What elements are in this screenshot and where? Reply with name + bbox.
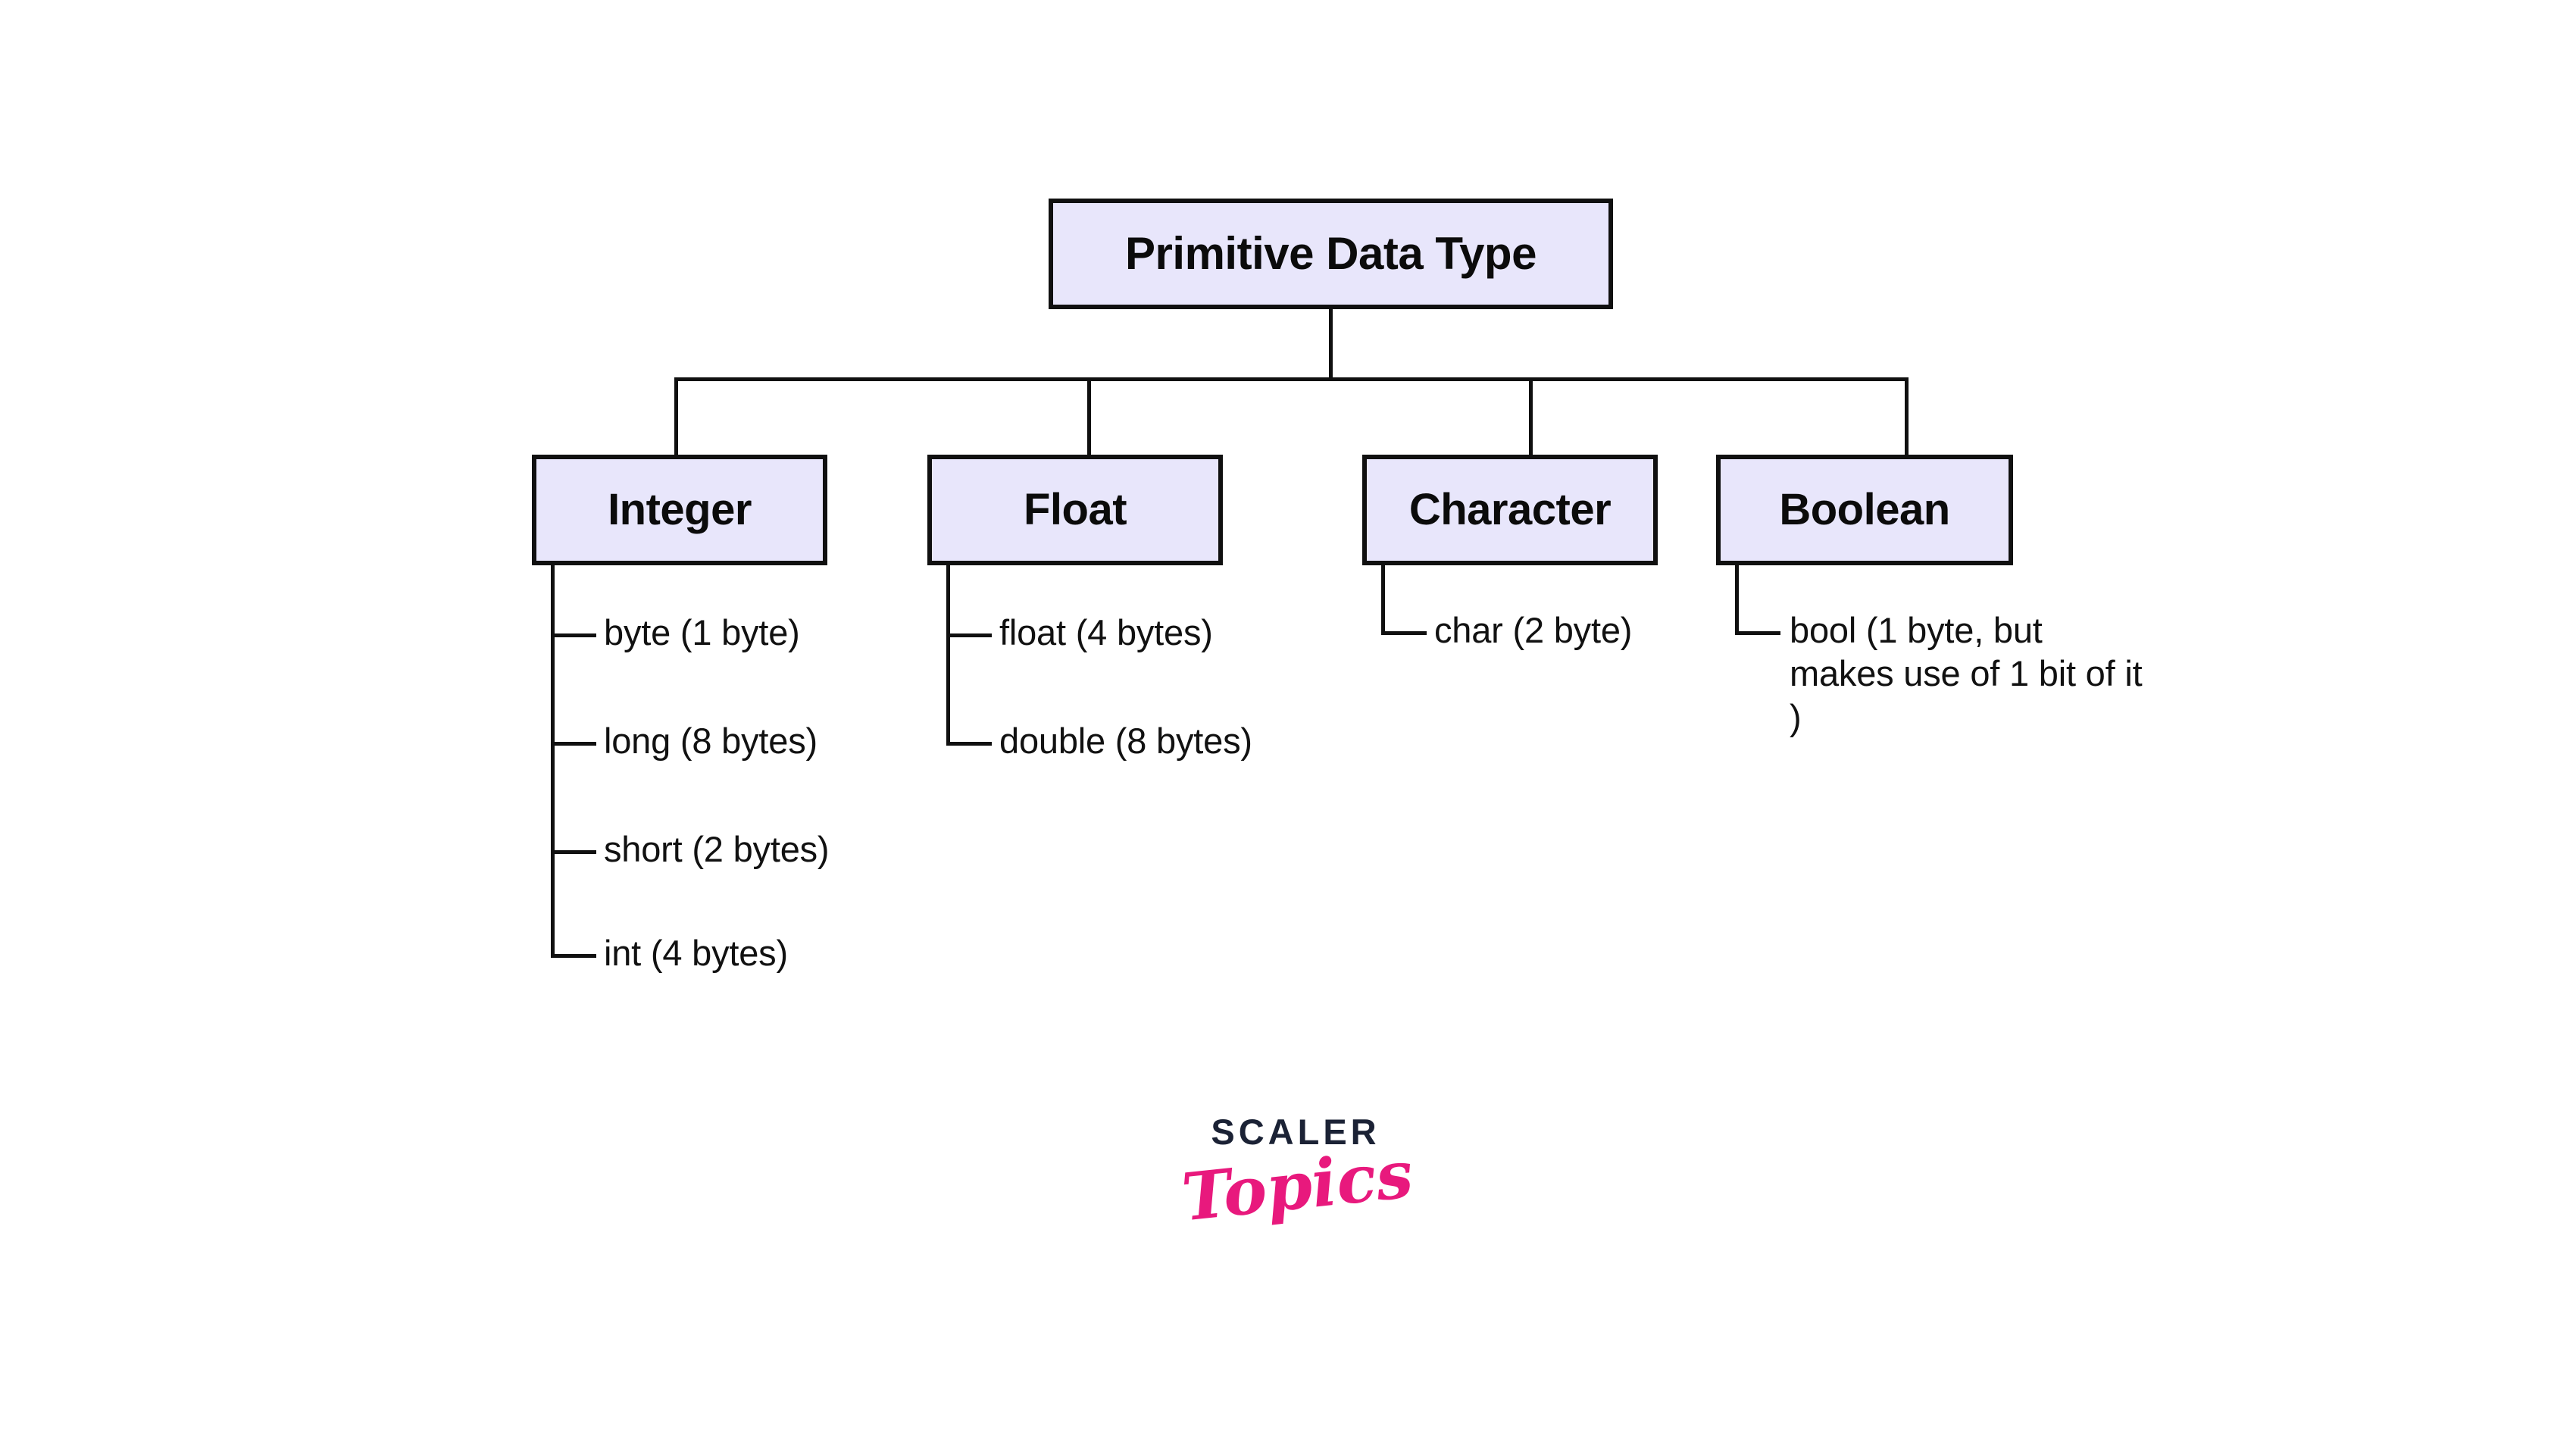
leaf-label-byte: byte (1 byte) (604, 612, 800, 652)
node-float: Float (927, 455, 1223, 565)
leaf-label-int: int (4 bytes) (604, 933, 788, 973)
logo-script-topics: Topics (1178, 1136, 1417, 1237)
node-character: Character (1362, 455, 1658, 565)
node-label: Integer (608, 485, 752, 534)
leaf-label-double: double (8 bytes) (999, 721, 1252, 761)
leaf-label-float: float (4 bytes) (999, 612, 1213, 652)
connector-trunk-character (1381, 565, 1385, 635)
leaf-label-bool: bool (1 byte, but makes use of 1 bit of … (1790, 610, 2143, 737)
leaf-label-char: char (2 byte) (1434, 610, 1633, 650)
connector-tick-boolean-1 (1735, 631, 1780, 635)
connector-tick-float-1 (946, 633, 992, 637)
node-label: Primitive Data Type (1125, 228, 1537, 279)
node-primitive-data-type: Primitive Data Type (1049, 199, 1613, 309)
logo-wordmark: SCALER (1211, 1112, 1380, 1152)
connector-drop-integer (674, 380, 678, 456)
connector-tick-integer-1 (551, 633, 596, 637)
connector-tick-integer-4 (551, 954, 596, 958)
node-boolean: Boolean (1716, 455, 2013, 565)
node-label: Boolean (1779, 485, 1950, 534)
node-label: Float (1023, 485, 1127, 534)
connector-drop-character (1529, 380, 1533, 456)
connector-trunk-boolean (1735, 565, 1739, 635)
node-integer: Integer (532, 455, 827, 565)
connector-tick-integer-2 (551, 742, 596, 746)
connector-trunk-integer (551, 565, 555, 954)
leaf-label-short: short (2 bytes) (604, 829, 830, 869)
connector-root-stem (1329, 309, 1333, 380)
node-label: Character (1408, 485, 1612, 534)
leaf-label-long: long (8 bytes) (604, 721, 818, 761)
scaler-topics-logo: SCALER Topics (1178, 1112, 1416, 1236)
connector-bus-bar (674, 377, 1909, 381)
connector-drop-float (1087, 380, 1091, 456)
connector-tick-character-1 (1381, 631, 1427, 635)
connector-trunk-float (946, 565, 950, 746)
connector-tick-float-2 (946, 742, 992, 746)
connector-drop-boolean (1905, 380, 1909, 456)
connector-tick-integer-3 (551, 850, 596, 854)
